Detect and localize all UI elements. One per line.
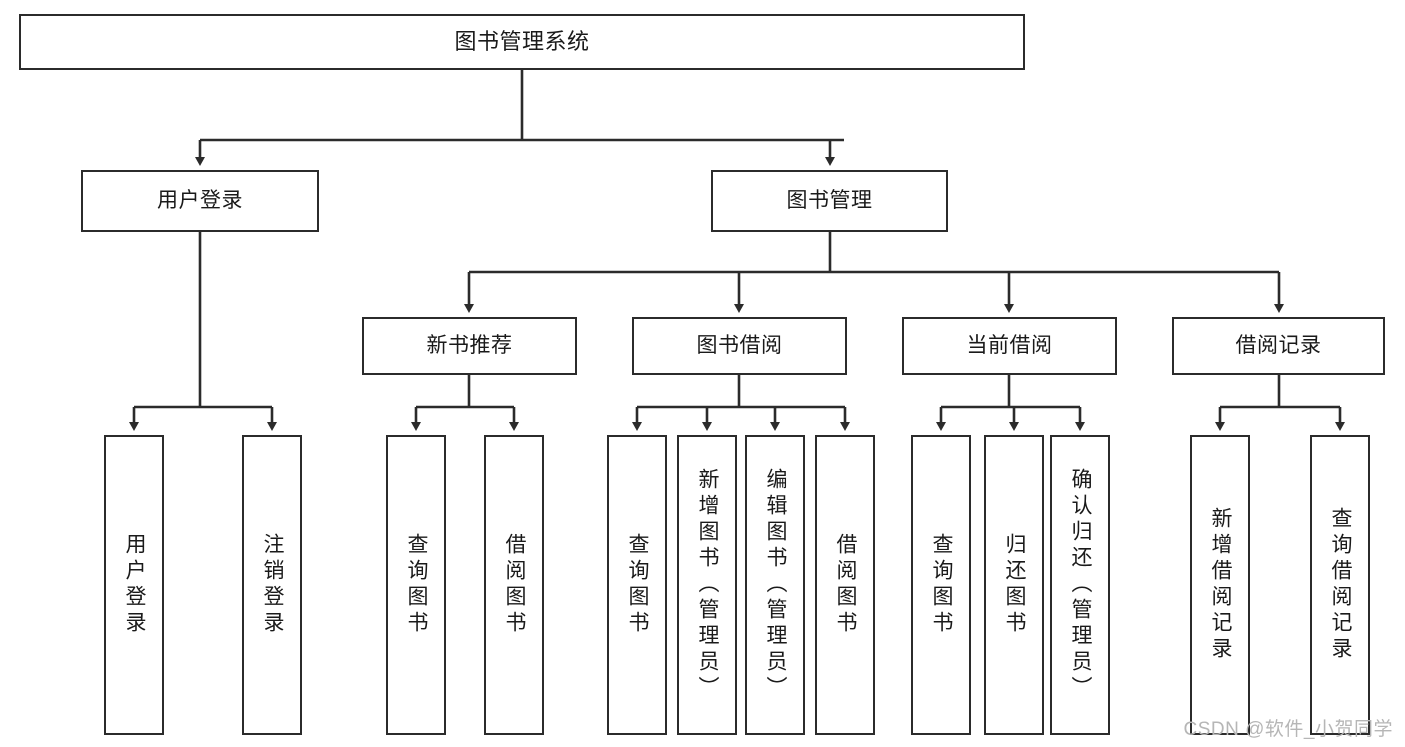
node-leaf-query-book-3-label: 查询图书 [930, 533, 954, 637]
node-leaf-query-record-label: 查询借阅记录 [1329, 507, 1353, 663]
node-leaf-logout-label: 注销登录 [261, 533, 285, 637]
node-leaf-confirm-return-label: 确认归还（管理员） [1069, 468, 1093, 702]
node-leaf-query-book-3[interactable]: 查询图书 [911, 435, 971, 735]
node-leaf-user-login[interactable]: 用户登录 [104, 435, 164, 735]
node-leaf-query-book-2-label: 查询图书 [626, 533, 650, 637]
node-leaf-return-book[interactable]: 归还图书 [984, 435, 1044, 735]
node-current-borrow-label: 当前借阅 [966, 334, 1053, 358]
node-book-manage-label: 图书管理 [786, 189, 873, 213]
node-leaf-borrow-book-1-label: 借阅图书 [503, 533, 527, 637]
node-leaf-borrow-book-2[interactable]: 借阅图书 [815, 435, 875, 735]
node-leaf-edit-book[interactable]: 编辑图书（管理员） [745, 435, 805, 735]
node-book-manage[interactable]: 图书管理 [711, 170, 948, 232]
node-leaf-logout[interactable]: 注销登录 [242, 435, 302, 735]
node-leaf-query-book-1[interactable]: 查询图书 [386, 435, 446, 735]
node-leaf-confirm-return[interactable]: 确认归还（管理员） [1050, 435, 1110, 735]
node-user-login-label: 用户登录 [157, 189, 243, 213]
node-root[interactable]: 图书管理系统 [19, 14, 1025, 70]
node-leaf-borrow-book-1[interactable]: 借阅图书 [484, 435, 544, 735]
node-borrow-record-label: 借阅记录 [1235, 334, 1322, 358]
node-borrow-record[interactable]: 借阅记录 [1172, 317, 1385, 375]
node-leaf-query-book-2[interactable]: 查询图书 [607, 435, 667, 735]
node-leaf-add-book[interactable]: 新增图书（管理员） [677, 435, 737, 735]
node-leaf-query-record[interactable]: 查询借阅记录 [1310, 435, 1370, 735]
node-leaf-return-book-label: 归还图书 [1003, 533, 1027, 637]
node-leaf-add-record-label: 新增借阅记录 [1209, 507, 1233, 663]
node-new-book-rec-label: 新书推荐 [426, 334, 513, 358]
node-root-label: 图书管理系统 [454, 28, 590, 54]
node-new-book-rec[interactable]: 新书推荐 [362, 317, 577, 375]
node-user-login[interactable]: 用户登录 [81, 170, 319, 232]
node-book-borrow-label: 图书借阅 [696, 334, 783, 358]
node-leaf-user-login-label: 用户登录 [123, 533, 147, 637]
node-leaf-edit-book-label: 编辑图书（管理员） [764, 468, 788, 702]
node-current-borrow[interactable]: 当前借阅 [902, 317, 1117, 375]
node-leaf-borrow-book-2-label: 借阅图书 [834, 533, 858, 637]
node-leaf-query-book-1-label: 查询图书 [405, 533, 429, 637]
watermark: CSDN @软件_小贺同学 [1183, 719, 1393, 740]
node-book-borrow[interactable]: 图书借阅 [632, 317, 847, 375]
node-leaf-add-record[interactable]: 新增借阅记录 [1190, 435, 1250, 735]
node-leaf-add-book-label: 新增图书（管理员） [696, 468, 720, 702]
